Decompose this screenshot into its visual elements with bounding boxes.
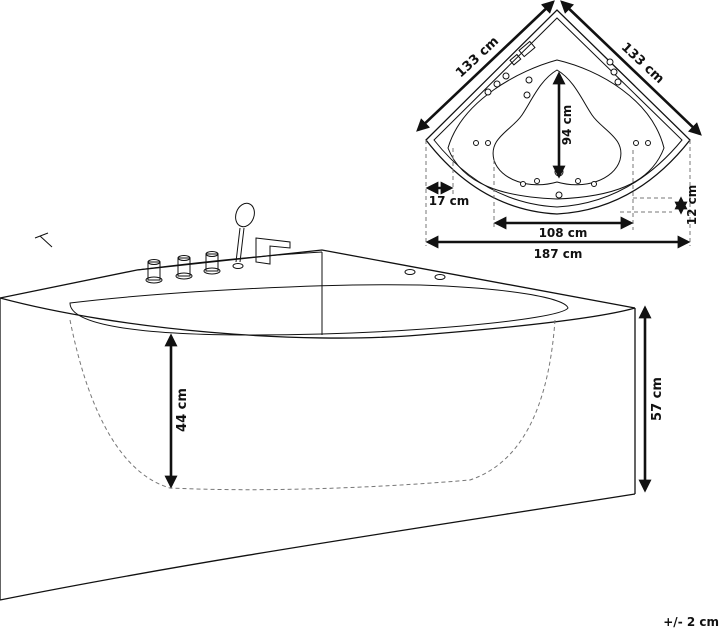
dim-line-side-left [416,0,555,132]
tolerance-note: +/- 2 cm [663,615,719,629]
front-view-rim [0,249,636,309]
faucet-set [145,202,291,284]
front-view-basin-hidden [69,319,556,491]
top-view-footwell [492,69,622,186]
front-view: 44 cm 57 cm [0,202,665,601]
label-inner-depth: 94 cm [560,105,574,146]
label-step-height: 12 cm [685,185,699,226]
label-overall-width: 187 cm [534,247,583,261]
top-view-basin [447,59,665,200]
dim-line-side-right [560,0,702,136]
front-view-apron [0,493,636,601]
label-total-height: 57 cm [650,377,665,421]
top-view-outline [425,9,691,215]
top-view: 133 cm 133 cm 94 cm 17 cm 12 cm 108 cm 1… [416,0,702,261]
label-seat-offset: 17 cm [429,194,470,208]
label-inner-width: 108 cm [539,226,588,240]
label-water-depth: 44 cm [175,388,190,432]
